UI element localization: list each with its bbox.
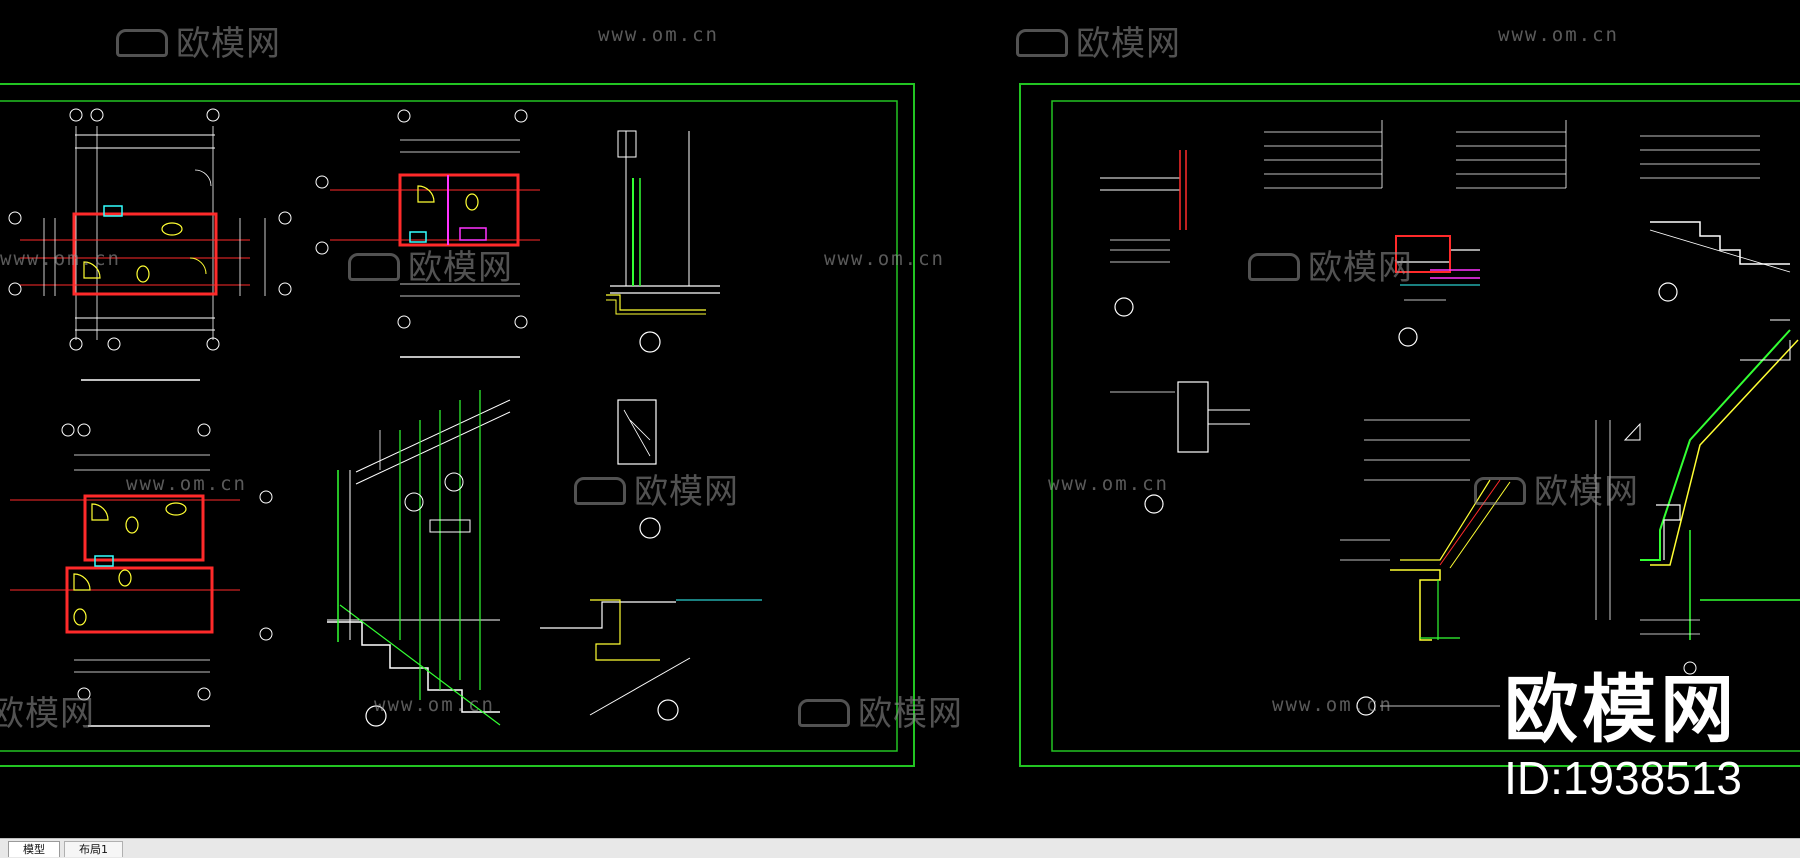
tab-layout1[interactable]: 布局1 [64, 841, 123, 857]
detail-8 [1110, 381, 1250, 514]
detail-5 [1100, 150, 1187, 317]
spec-tables [1264, 120, 1760, 189]
left-sheet [0, 83, 915, 767]
detail-small [617, 399, 661, 539]
roof-section [1595, 319, 1800, 675]
detail-7 [1649, 221, 1791, 302]
detail-6 [1395, 235, 1480, 347]
plan-3 [10, 423, 273, 727]
detail-step [540, 599, 762, 721]
left-sheet-outer-border [0, 83, 915, 767]
tab-model-label: 模型 [23, 843, 45, 856]
right-sheet-outer-border [1019, 83, 1800, 767]
section-1 [606, 130, 720, 353]
layout-tab-bar: 模型 布局1 [0, 838, 1800, 858]
tab-model[interactable]: 模型 [8, 841, 60, 857]
right-sheet [1019, 83, 1800, 767]
left-sheet-inner-border [0, 100, 898, 752]
plan-2 [315, 109, 540, 358]
plan-1 [8, 108, 292, 381]
right-sheet-inner-border [1051, 100, 1800, 752]
drawing-canvas[interactable]: 欧模网 www.om.cn 欧模网 www.om.cn www.om.cn 欧模… [0, 0, 1800, 838]
tab-layout1-label: 布局1 [79, 843, 108, 856]
cad-drawing-svg [0, 83, 1800, 767]
eave-detail [1340, 419, 1511, 716]
stair-section [327, 390, 511, 727]
